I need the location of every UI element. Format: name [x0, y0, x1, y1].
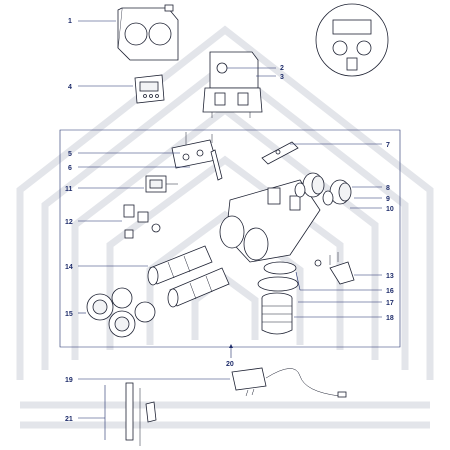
callout-20: 20 [226, 361, 234, 368]
part-power-adapter [231, 367, 347, 398]
inset-detail-controller-front [315, 3, 389, 77]
callout-19: 19 [65, 377, 73, 384]
callout-1: 1 [68, 18, 72, 25]
callout-8: 8 [386, 185, 390, 192]
callout-6: 6 [68, 165, 72, 172]
callout-5: 5 [68, 151, 72, 158]
part-pistons [147, 245, 230, 308]
part-bracket [261, 141, 299, 165]
callout-16: 16 [386, 288, 394, 295]
part-o-ring [263, 261, 297, 275]
callout-17: 17 [386, 300, 394, 307]
part-elbow-fitting [314, 252, 355, 285]
callout-13: 13 [386, 273, 394, 280]
callout-numbers: 1 2 3 4 5 6 7 8 9 10 11 12 13 14 15 16 1… [65, 18, 394, 423]
leader-16-link [295, 271, 301, 291]
part-motor [145, 175, 178, 193]
part-tools [125, 382, 157, 446]
callout-12: 12 [65, 219, 73, 226]
assembly-frame [59, 129, 401, 348]
callout-10: 10 [386, 206, 394, 213]
part-seal-rings [86, 287, 156, 338]
callout-7: 7 [386, 142, 390, 149]
leader-21 [78, 385, 106, 440]
callout-4: 4 [68, 84, 72, 91]
leader-20-arrow [229, 344, 233, 348]
part-control-housing [117, 4, 179, 61]
callout-21: 21 [65, 416, 73, 423]
callout-11: 11 [65, 186, 73, 193]
callout-2: 2 [280, 65, 284, 72]
part-fittings [123, 204, 161, 239]
part-main-valve-body [219, 179, 321, 263]
part-display-panel [134, 74, 165, 104]
part-filter-cartridge [261, 292, 293, 335]
part-drive-assembly [171, 132, 223, 181]
callout-9: 9 [386, 196, 390, 203]
callout-14: 14 [65, 264, 73, 271]
callout-15: 15 [65, 311, 73, 318]
part-adapters [294, 172, 352, 206]
callout-18: 18 [386, 315, 394, 322]
part-valve-head [202, 51, 263, 118]
callout-3: 3 [280, 74, 284, 81]
part-seal-ring [257, 276, 299, 292]
